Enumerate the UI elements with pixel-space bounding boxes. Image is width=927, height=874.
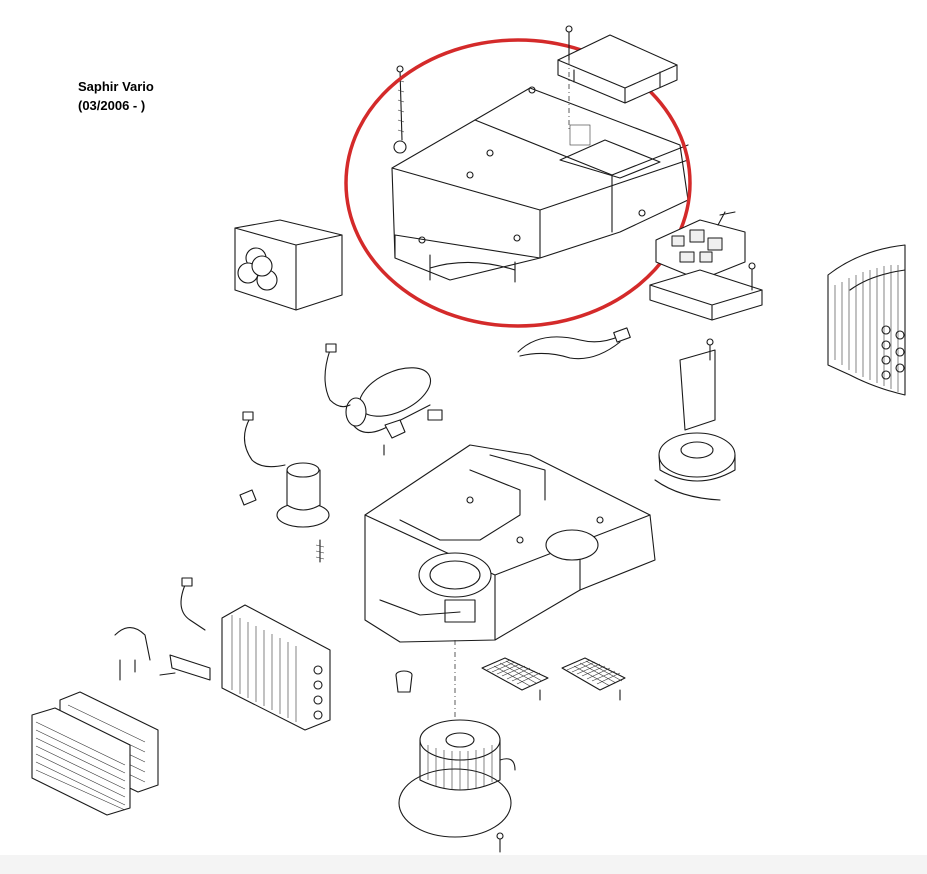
top-cover-part[interactable] [391,86,689,283]
cover-screw [396,65,405,141]
condenser-fan-part[interactable] [654,338,736,501]
evaporator-coil-part[interactable] [221,604,331,731]
top-bracket-part[interactable] [557,34,678,104]
capacitor-part[interactable] [239,411,330,563]
sensor-wire-part[interactable] [114,577,211,681]
mesh-grille-right-part[interactable] [561,657,626,701]
return-grille-part[interactable] [31,707,131,816]
air-outlet-part[interactable] [234,219,343,311]
bracket-screw [565,25,573,61]
model-period: (03/2006 - ) [78,98,146,113]
model-name: Saphir Vario [78,79,154,94]
highlight-ellipse [344,38,692,328]
diagram-title: Saphir Vario (03/2006 - ) [78,77,154,115]
blower-fan-part[interactable] [398,719,516,853]
condenser-coil-part[interactable] [827,244,906,396]
compressor-part[interactable] [324,343,443,456]
base-housing-part[interactable] [364,444,656,643]
power-cable-part[interactable] [517,327,631,360]
drain-plug-part[interactable] [395,670,413,693]
control-board-part[interactable] [649,211,763,321]
footer-strip [0,855,927,874]
mesh-grille-left-part[interactable] [481,657,549,701]
